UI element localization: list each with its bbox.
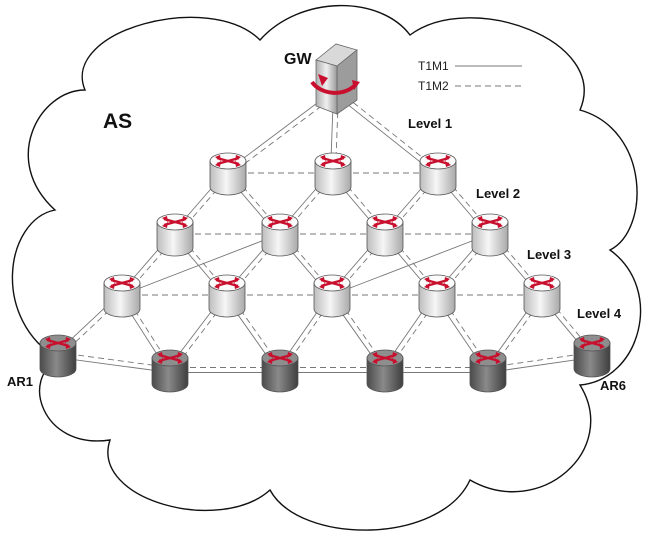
router-level1-3-arrows-icon bbox=[425, 155, 451, 167]
router-level3-2 bbox=[208, 274, 246, 318]
access-router-4 bbox=[366, 349, 404, 393]
access-router-6-arrows-icon bbox=[579, 337, 605, 349]
link-cross-1 bbox=[331, 233, 491, 296]
legend-t1m1-label: T1M1 bbox=[418, 59, 449, 73]
router-level3-4-arrows-icon bbox=[424, 277, 450, 289]
gateway-red-arrow-icon bbox=[310, 80, 358, 95]
router-level3-5-arrows-icon bbox=[529, 277, 555, 289]
level-4-label: Level 4 bbox=[577, 306, 622, 321]
link-ar-4-t1m2 bbox=[487, 352, 592, 368]
router-level1-1 bbox=[209, 152, 247, 196]
router-level1-1-arrows-icon bbox=[215, 155, 241, 167]
router-level2-3 bbox=[366, 213, 404, 257]
access-router-2 bbox=[151, 349, 189, 393]
gateway-label: GW bbox=[284, 51, 312, 68]
gateway-server-icon bbox=[310, 43, 360, 115]
router-level2-4-arrows-icon bbox=[477, 216, 503, 228]
router-level3-2-arrows-icon bbox=[214, 277, 240, 289]
access-router-6 bbox=[573, 334, 611, 378]
level-3-label: Level 3 bbox=[527, 247, 571, 262]
level-2-label: Level 2 bbox=[476, 186, 520, 201]
legend-t1m2-label: T1M2 bbox=[418, 79, 449, 93]
ar1-label: AR1 bbox=[7, 374, 33, 389]
router-level2-2-arrows-icon bbox=[267, 216, 293, 228]
router-level3-1-arrows-icon bbox=[109, 277, 135, 289]
router-level2-1 bbox=[156, 213, 194, 257]
access-router-5 bbox=[469, 349, 507, 393]
router-level3-3-arrows-icon bbox=[319, 277, 345, 289]
access-router-4-arrows-icon bbox=[372, 352, 398, 364]
link-gw-l1-2-t1m2 bbox=[337, 89, 440, 172]
router-level2-2 bbox=[261, 213, 299, 257]
node-layer bbox=[39, 152, 611, 393]
access-router-5-arrows-icon bbox=[475, 352, 501, 364]
link-cross-0 bbox=[121, 233, 281, 296]
router-level2-3-arrows-icon bbox=[372, 216, 398, 228]
access-router-1 bbox=[39, 334, 77, 378]
access-router-3-arrows-icon bbox=[267, 352, 293, 364]
access-router-1-arrows-icon bbox=[45, 337, 71, 349]
access-router-2-arrows-icon bbox=[157, 352, 183, 364]
access-router-3 bbox=[261, 349, 299, 393]
router-level1-2-arrows-icon bbox=[320, 155, 346, 167]
router-level2-4 bbox=[471, 213, 509, 257]
legend: T1M1 T1M2 bbox=[418, 59, 522, 93]
router-level3-1 bbox=[103, 274, 141, 318]
level-1-label: Level 1 bbox=[408, 116, 452, 131]
router-level2-1-arrows-icon bbox=[162, 216, 188, 228]
router-level3-5 bbox=[523, 274, 561, 318]
link-gw-l1-2-t1m1 bbox=[334, 93, 437, 176]
ar6-label: AR6 bbox=[600, 378, 626, 393]
router-level3-4 bbox=[418, 274, 456, 318]
router-level1-2 bbox=[314, 152, 352, 196]
as-label: AS bbox=[103, 110, 132, 133]
router-level1-3 bbox=[419, 152, 457, 196]
router-level3-3 bbox=[313, 274, 351, 318]
